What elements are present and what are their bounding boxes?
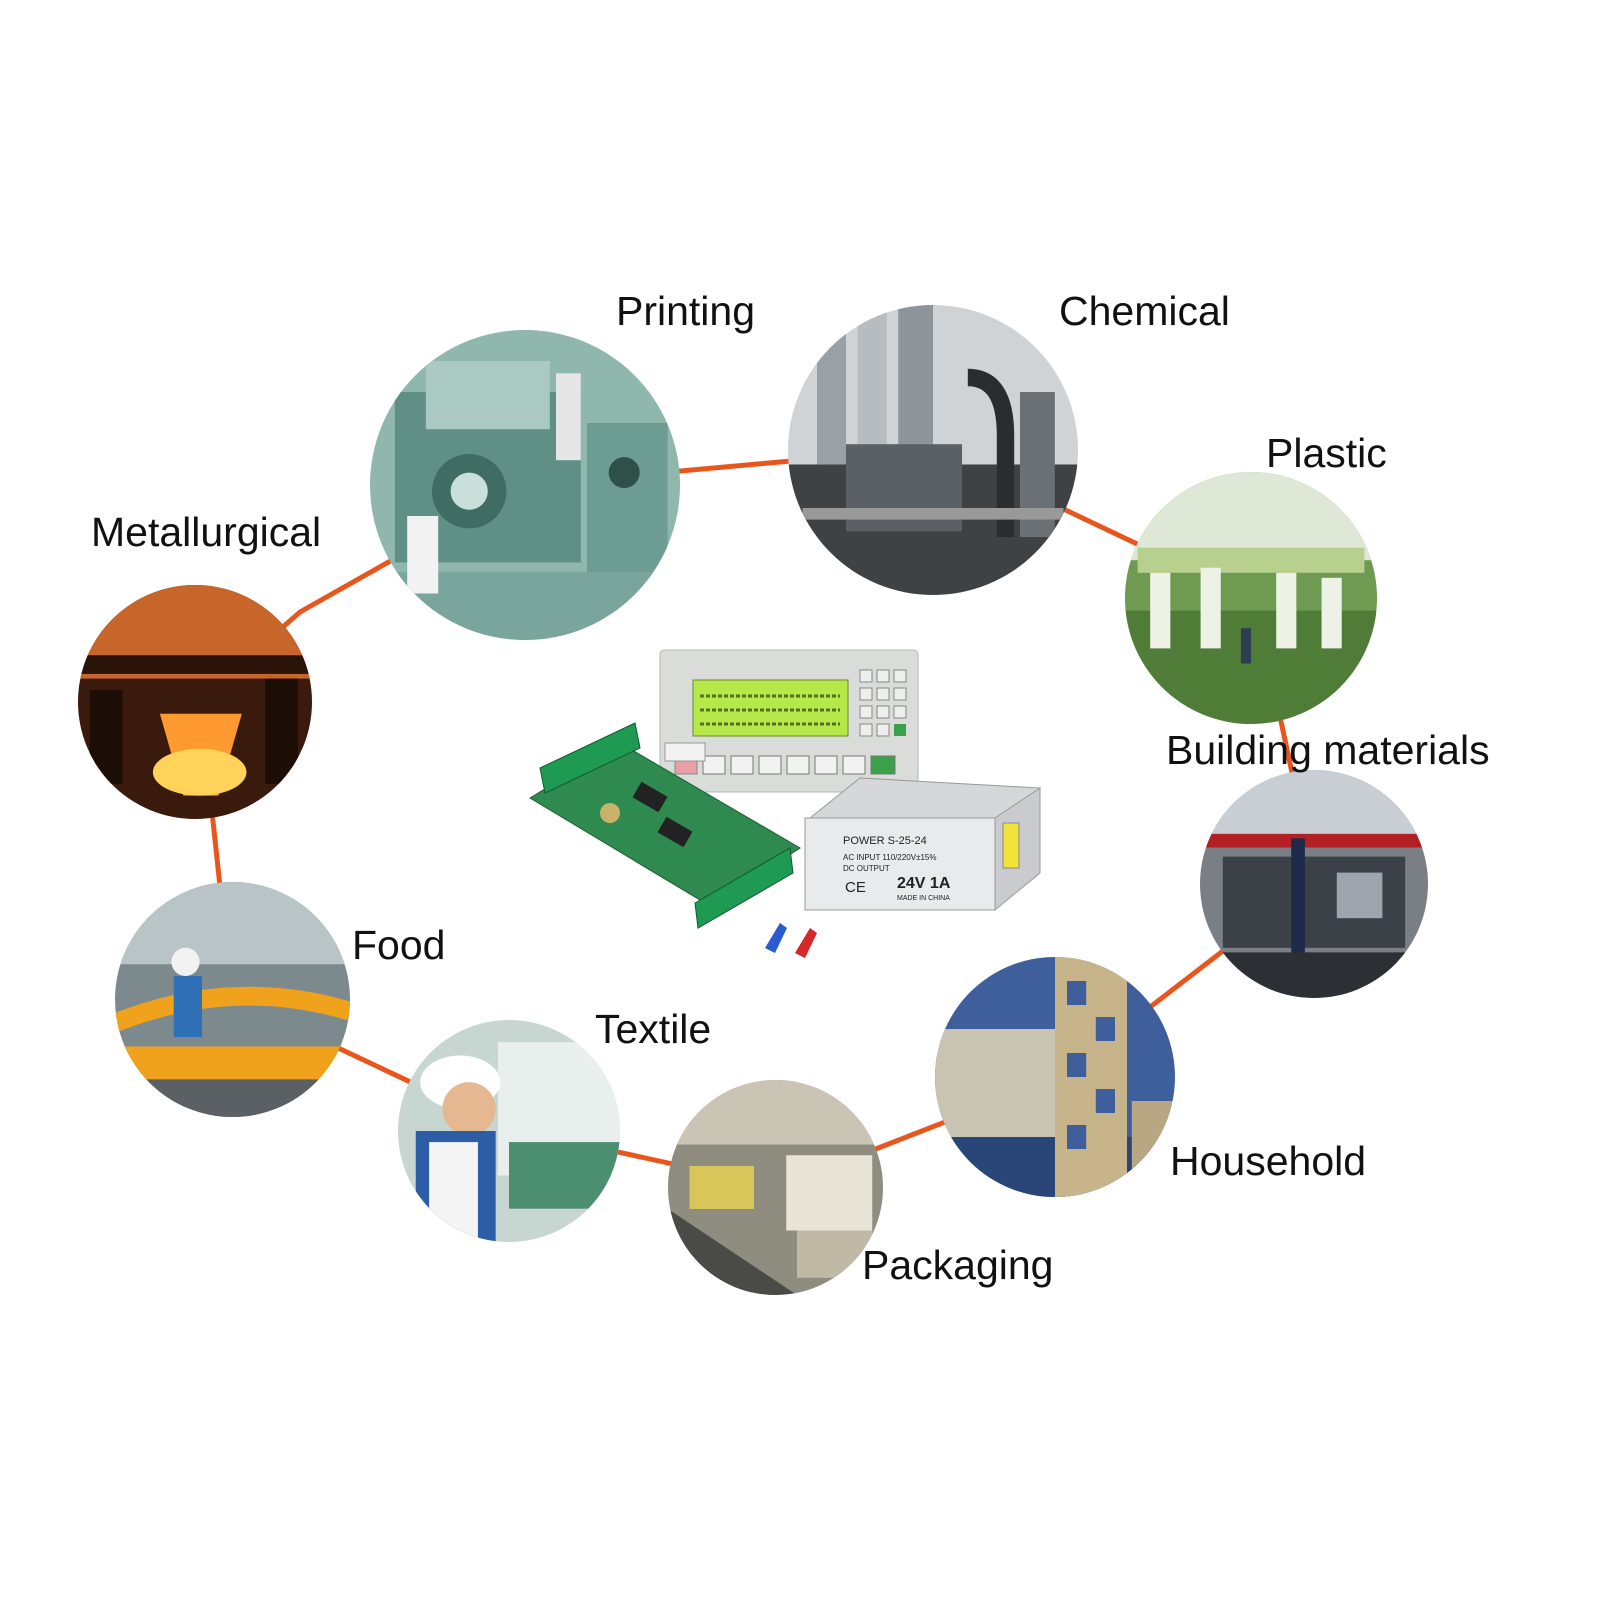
label-food: Food — [352, 922, 446, 968]
label-chemical: Chemical — [1059, 288, 1230, 334]
food-photo — [115, 882, 350, 1117]
label-plastic: Plastic — [1266, 430, 1387, 476]
printing-photo — [370, 330, 680, 640]
label-household: Household — [1170, 1138, 1367, 1184]
terminal-block-top — [539, 722, 641, 794]
plastic-photo — [1125, 472, 1377, 724]
psu-ce-mark: CE — [845, 879, 866, 896]
psu-origin-text: MADE IN CHINA — [897, 895, 950, 902]
label-textile: Textile — [595, 1006, 712, 1052]
psu-warning-label — [1002, 822, 1020, 869]
household-photo — [935, 957, 1175, 1197]
terminal-block-bottom — [694, 847, 794, 929]
label-building-materials: Building materials — [1166, 727, 1490, 773]
lcd-screen — [692, 679, 849, 737]
label-packaging: Packaging — [862, 1242, 1054, 1288]
psu-rating-text: 24V 1A — [897, 875, 951, 892]
chemical-photo — [788, 305, 1078, 595]
plc-product-group: POWER S-25-24 AC INPUT 110/220V±15% DC O… — [525, 648, 1045, 988]
metallurgical-photo — [78, 585, 312, 819]
psu-dc-output-text: DC OUTPUT — [843, 864, 890, 873]
textile-photo — [398, 1020, 620, 1242]
label-printing: Printing — [616, 288, 756, 334]
spade-connectors — [765, 923, 817, 958]
power-supply: POWER S-25-24 AC INPUT 110/220V±15% DC O… — [804, 777, 1042, 912]
label-metallurgical: Metallurgical — [91, 509, 322, 555]
plc-circuit-board — [529, 722, 801, 929]
product-illustration: POWER S-25-24 AC INPUT 110/220V±15% DC O… — [529, 649, 1042, 958]
text-display-panel — [659, 649, 919, 793]
psu-model-text: POWER S-25-24 — [843, 835, 927, 847]
building-materials-photo — [1200, 770, 1428, 998]
packaging-photo — [668, 1080, 883, 1295]
psu-ac-input-text: AC INPUT 110/220V±15% — [843, 853, 936, 862]
